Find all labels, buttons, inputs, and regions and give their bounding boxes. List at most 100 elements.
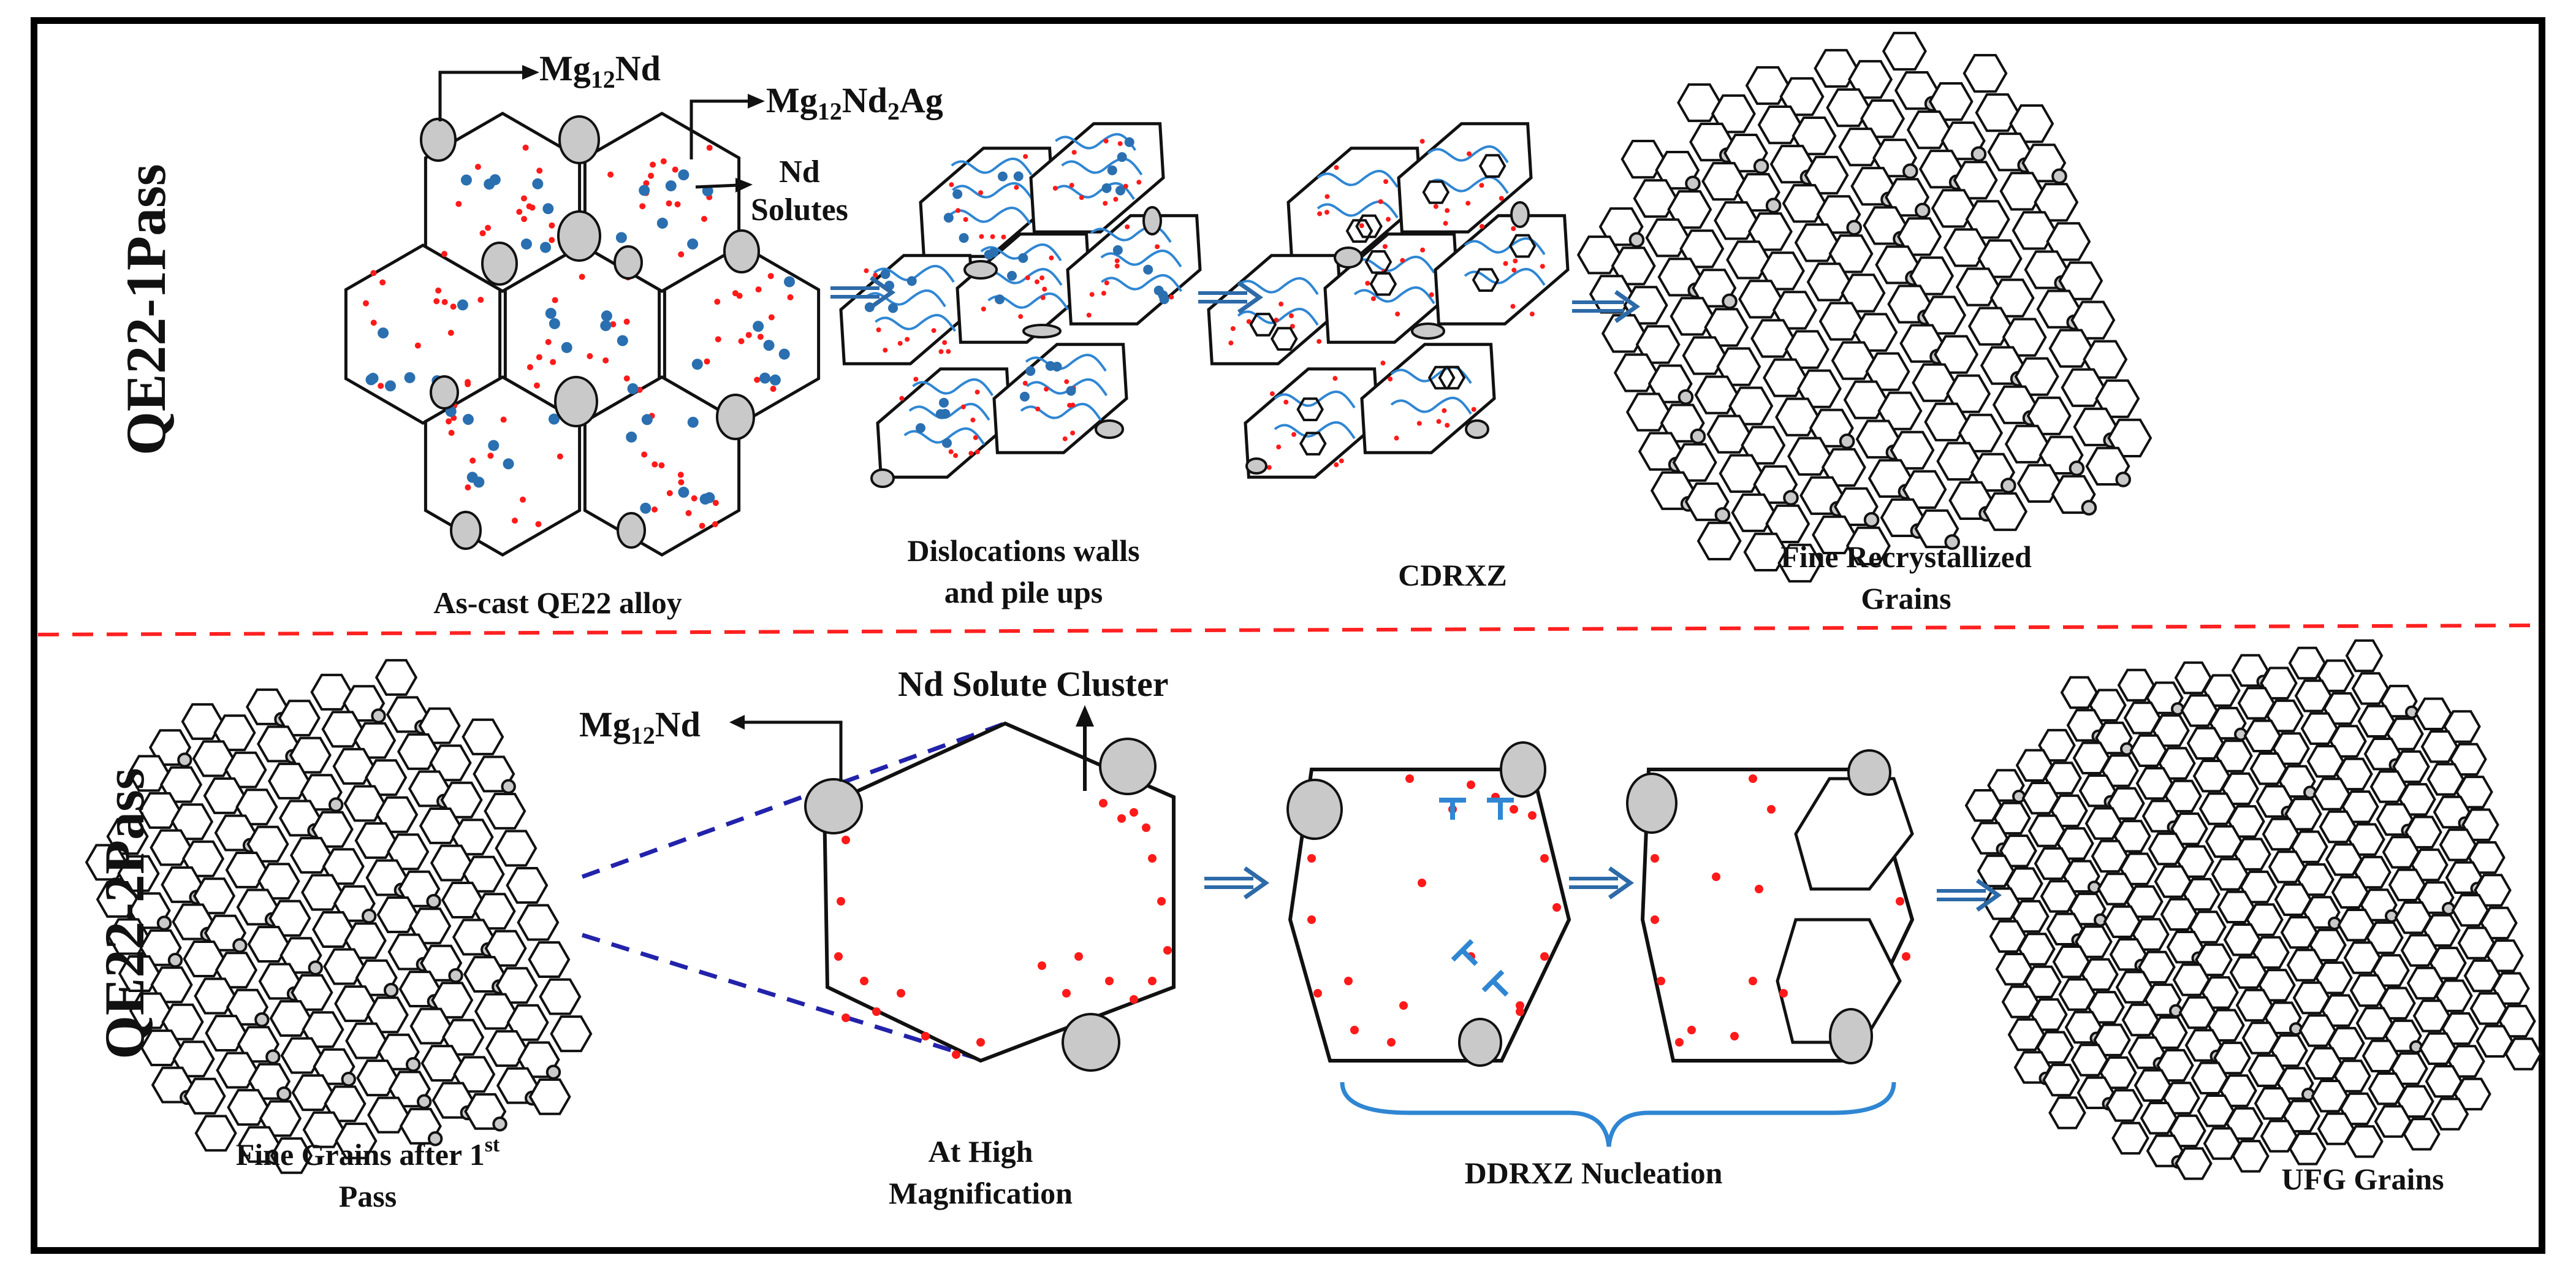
grain-hexagon — [1828, 234, 1874, 273]
grain-hexagon — [321, 711, 364, 748]
nd-solute-dot — [1712, 872, 1720, 881]
grain-hexagon — [2325, 843, 2363, 876]
grain-hexagon — [129, 992, 172, 1029]
grain-hexagon — [247, 926, 290, 963]
nd-particle — [952, 189, 963, 199]
grain-hexagon — [1967, 307, 2013, 346]
precipitate-particle — [276, 1086, 292, 1102]
caption-dislocation-walls: Dislocations walls and pile ups — [907, 533, 1140, 609]
grain-hexagon — [2160, 898, 2198, 931]
deformed-grain — [876, 367, 1012, 479]
grain-hexagon — [2268, 850, 2306, 884]
nd-solute-dot — [970, 418, 976, 423]
mg12nd-leader-line — [742, 720, 843, 782]
grain-hexagon — [2461, 808, 2499, 841]
nd-solute-dot — [545, 338, 552, 345]
nd-solute-dot — [666, 490, 673, 497]
fine-grains-after-first-pass-cluster — [85, 658, 593, 1174]
grain-hexagon — [1882, 31, 1927, 71]
precipitate-particle — [371, 708, 386, 723]
grain-hexagon — [420, 1045, 463, 1082]
nd-solute-dot — [579, 273, 585, 280]
grain-hexagon — [280, 1037, 323, 1074]
precipitate-particle — [420, 118, 457, 162]
nd-solute-dot — [978, 190, 984, 196]
nd-solute-dot — [1687, 1026, 1696, 1034]
nd-solute-dot — [1291, 432, 1297, 437]
grain-hexagon — [2333, 1059, 2371, 1093]
new-grain-nucleus — [1299, 432, 1327, 456]
dislocation-line — [1427, 145, 1509, 164]
grain-hexagon — [2463, 959, 2502, 993]
zoom-line-top — [581, 721, 1006, 879]
precipitate-particle — [1142, 206, 1162, 235]
nd-solute-dot — [1436, 419, 1442, 424]
nd-solute-dot — [516, 208, 523, 215]
nd-solute-dot — [1288, 313, 1294, 319]
nd-particle — [532, 178, 544, 189]
nd-particle — [1107, 165, 1117, 175]
grain-hexagon — [2398, 783, 2436, 816]
nd-particle — [1117, 152, 1127, 162]
solute-cluster-dot — [1163, 946, 1172, 955]
nd-solute-dot — [1070, 402, 1076, 408]
nd-solute-dot — [650, 161, 656, 168]
grain-hexagon — [2052, 945, 2091, 979]
nd-particle — [503, 458, 514, 470]
flow-arrow-head — [869, 276, 896, 309]
precipitate-particle — [1915, 202, 1931, 219]
grain-hexagon — [2095, 379, 2140, 418]
grain-hexagon — [1611, 246, 1656, 286]
grain-hexagon — [2034, 183, 2079, 222]
callout-leader-arrows — [438, 65, 765, 193]
grain-hexagon — [225, 852, 268, 888]
grain-hexagon — [2349, 974, 2388, 1007]
grain-hexagon — [2403, 1118, 2441, 1151]
grain-hexagon — [2030, 998, 2068, 1031]
nd-solute-dot — [1103, 139, 1109, 144]
nd-solute-dot — [1755, 885, 1763, 893]
grain-hexagon — [374, 658, 418, 696]
nd-particle — [1052, 361, 1062, 372]
grain-hexagon — [397, 733, 440, 770]
precipitate-particle — [1510, 201, 1530, 228]
nd-solute-dot — [755, 286, 762, 293]
nd-solute-dot — [715, 336, 721, 343]
grain-hexagon — [2091, 839, 2129, 873]
nd-solute-dot — [1313, 989, 1322, 998]
nd-solute-dot — [370, 319, 377, 326]
dislocation-line — [1020, 403, 1102, 421]
nd-solute-dot — [1339, 458, 1344, 464]
nd-solute-dot — [1445, 208, 1450, 213]
nd-solute-dot — [677, 471, 684, 478]
grain-hexagon — [324, 1085, 367, 1123]
grain-hexagon — [96, 881, 139, 918]
precipitate-particle — [614, 245, 643, 280]
grain-hexagon — [2113, 820, 2151, 853]
grain-hexagon — [441, 882, 484, 918]
grain-hexagon — [2453, 1077, 2491, 1111]
dislocation-line — [951, 182, 1033, 200]
grain-hexagon — [2038, 728, 2076, 762]
nd-solute-dot — [975, 449, 980, 455]
grain-hexagon — [2315, 961, 2353, 994]
nd-solute-dot — [1749, 774, 1757, 783]
grain-hexagon — [2012, 899, 2050, 933]
grain-hexagon — [474, 993, 517, 1030]
grain-hexagon — [2329, 725, 2367, 758]
nd-solute-dot — [1324, 194, 1330, 199]
nd-particle — [769, 374, 781, 386]
grain-hexagon — [462, 718, 504, 755]
grain-hexagon — [2175, 1147, 2213, 1180]
nd-solute-dot — [864, 268, 869, 273]
nd-particle — [545, 308, 557, 319]
nd-solute-dot — [691, 495, 697, 502]
grain-hexagon — [2319, 810, 2357, 844]
precipitate-particle — [1095, 419, 1124, 439]
dislocation-symbol — [1439, 798, 1466, 820]
grain-hexagon — [2138, 950, 2176, 984]
ufg-grains-cluster — [1964, 639, 2542, 1180]
grain-hexagon — [2021, 782, 2060, 815]
grain-hexagon — [203, 777, 246, 814]
grain-hexagon — [2060, 676, 2099, 709]
